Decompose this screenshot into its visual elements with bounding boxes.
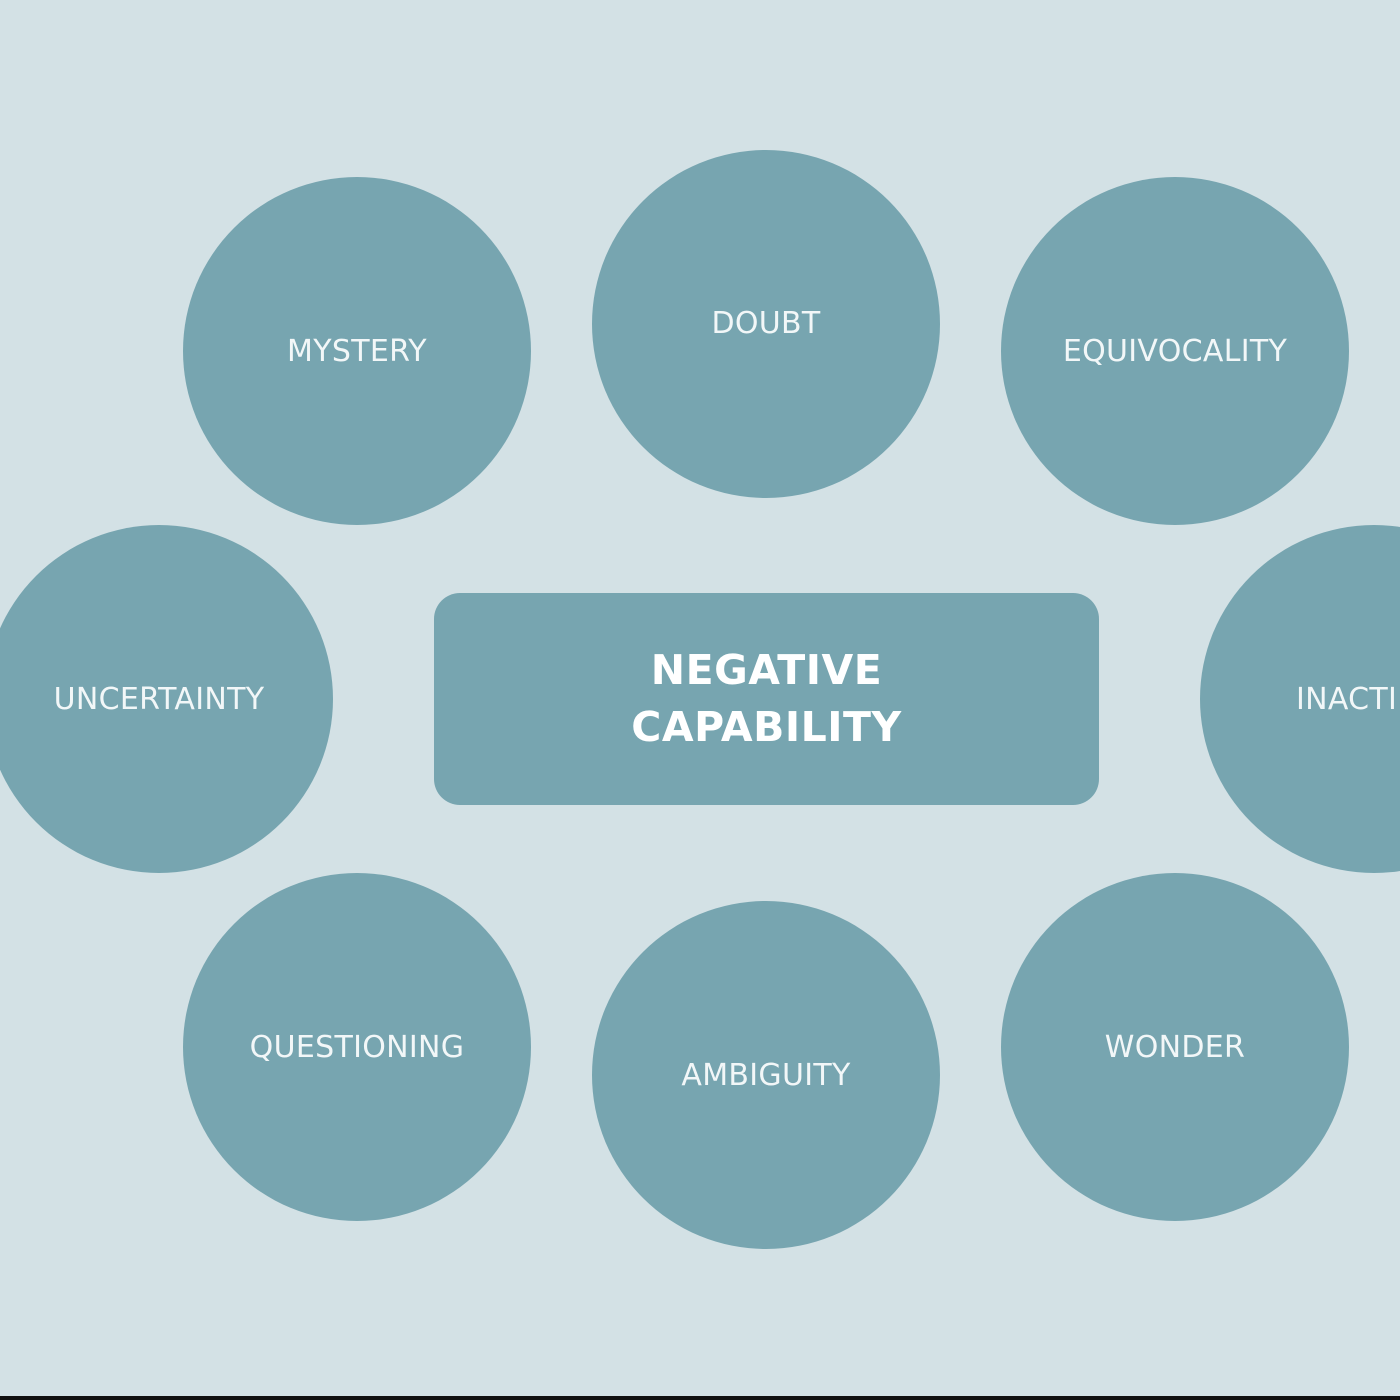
node-inaction: INACTI <box>1200 525 1400 873</box>
node-label: WONDER <box>1104 1029 1246 1065</box>
center-title-line-1: NEGATIVE <box>650 646 883 694</box>
node-label: UNCERTAINTY <box>53 681 265 717</box>
node-label: DOUBT <box>711 306 821 341</box>
node-label: MYSTERY <box>287 333 427 369</box>
center-concept-box: NEGATIVE CAPABILITY <box>434 593 1099 805</box>
node-mystery: MYSTERY <box>183 177 531 525</box>
node-label: AMBIGUITY <box>681 1057 851 1093</box>
node-label: EQUIVOCALITY <box>1062 333 1288 369</box>
node-ambiguity: AMBIGUITY <box>592 901 940 1249</box>
node-label: INACTI <box>1296 681 1398 717</box>
center-title-line-2: CAPABILITY <box>631 703 902 751</box>
node-equivocality: EQUIVOCALITY <box>1001 177 1349 525</box>
node-doubt: DOUBT <box>592 150 940 498</box>
node-questioning: QUESTIONING <box>183 873 531 1221</box>
node-label: QUESTIONING <box>249 1029 465 1065</box>
node-uncertainty: UNCERTAINTY <box>0 525 333 873</box>
bottom-border <box>0 1396 1400 1400</box>
node-wonder: WONDER <box>1001 873 1349 1221</box>
